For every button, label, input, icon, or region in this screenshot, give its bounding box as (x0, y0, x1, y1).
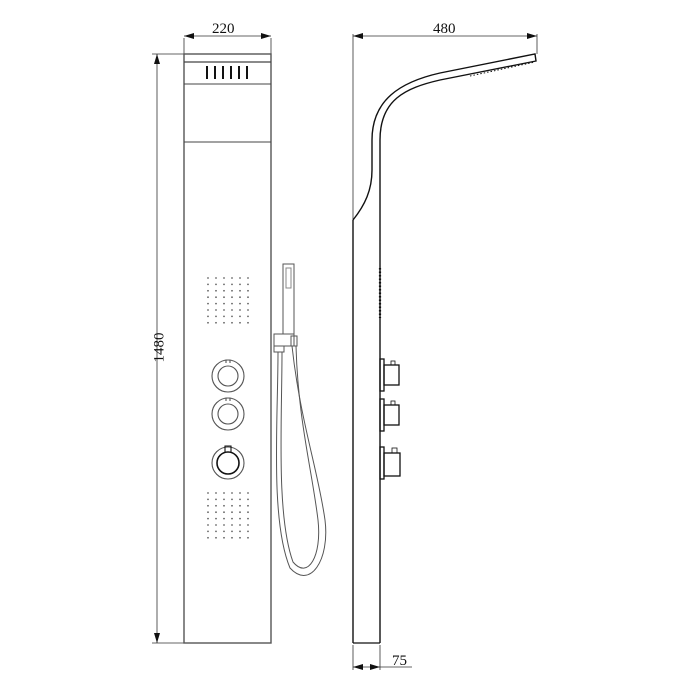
hand-shower (273, 263, 327, 576)
control-knob-1 (211, 359, 245, 393)
rain-head-nozzles (469, 61, 536, 77)
top-vents (206, 66, 248, 79)
control-knob-2 (211, 397, 245, 431)
panel-body (183, 53, 272, 644)
control-knob-3 (211, 445, 245, 480)
side-knob-1 (379, 358, 400, 392)
depth-dimension-line (352, 33, 538, 220)
side-view (352, 33, 538, 670)
thickness-dimension-line (352, 645, 412, 670)
front-view (152, 33, 327, 644)
height-dimension-line (152, 53, 184, 644)
body-jet-grid-lower (207, 492, 249, 539)
width-dimension-line (183, 33, 272, 56)
width-dimension-label: 220 (212, 21, 235, 37)
body-jet-grid-upper (207, 277, 249, 324)
side-knob-2 (379, 398, 400, 432)
thickness-dimension-label: 75 (392, 653, 407, 669)
side-knob-3 (379, 446, 401, 480)
depth-dimension-label: 480 (433, 21, 456, 37)
height-dimension-label: 1480 (151, 332, 168, 363)
rain-head-arm (352, 53, 537, 643)
